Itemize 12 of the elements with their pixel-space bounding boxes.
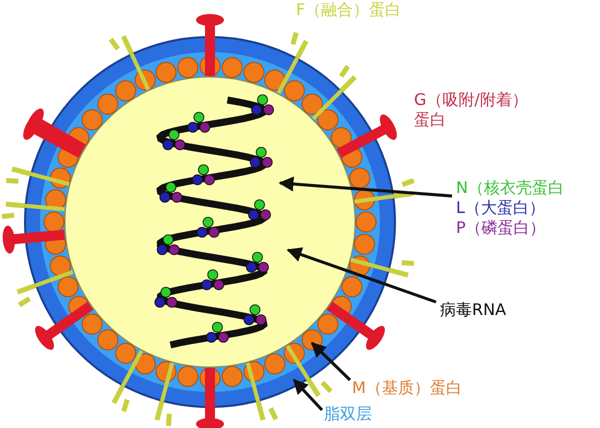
callout-label: L（大蛋白） xyxy=(456,198,546,218)
leader-arrow xyxy=(286,247,436,304)
callout-label: 脂双层 xyxy=(324,404,373,424)
part-label: F（融合）蛋白 xyxy=(296,0,402,20)
leader-arrow xyxy=(292,378,324,412)
callout-label: N（核衣壳蛋白 xyxy=(456,178,565,198)
leader-arrow xyxy=(310,342,352,382)
part-label: G（吸附/附着）蛋白 xyxy=(414,90,529,130)
callout-label: P（磷蛋白） xyxy=(456,218,547,238)
callout-label: 病毒RNA xyxy=(440,300,508,320)
leader-arrow xyxy=(278,176,452,198)
callout-label: M（基质）蛋白 xyxy=(352,378,463,398)
